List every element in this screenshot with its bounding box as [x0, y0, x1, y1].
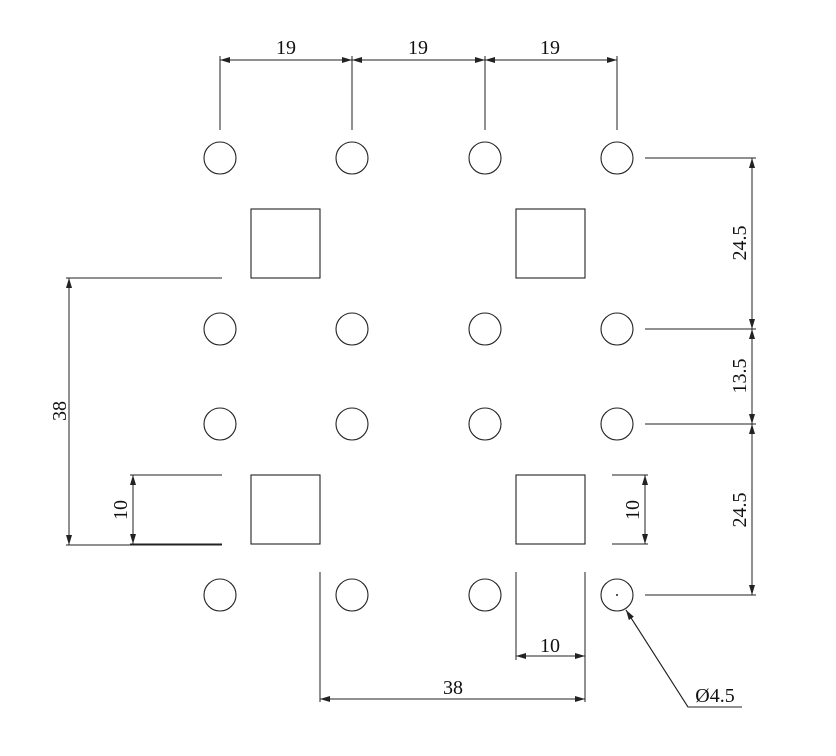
bottom-square-dimension: 10: [515, 572, 586, 702]
hole: [203, 312, 237, 346]
square-pads: [250, 208, 586, 545]
hole: [600, 578, 634, 612]
dimension-label: 10: [540, 635, 560, 657]
hole: [468, 578, 502, 612]
holes: [203, 141, 634, 612]
hole: [468, 141, 502, 175]
diameter-label: Ø4.5: [695, 685, 734, 707]
square-pad: [515, 474, 586, 545]
hole: [335, 578, 369, 612]
hole: [600, 312, 634, 346]
hole: [468, 407, 502, 441]
dimension-label: 19: [408, 37, 428, 59]
square-pad: [250, 474, 321, 545]
hole-center-point: [616, 594, 618, 596]
dimension-label: 24.5: [729, 226, 751, 261]
hole: [468, 312, 502, 346]
dimension-label: 19: [540, 37, 560, 59]
hole: [335, 407, 369, 441]
diameter-leader: Ø4.5: [625, 609, 742, 708]
hole: [203, 578, 237, 612]
hole: [600, 141, 634, 175]
hole: [600, 407, 634, 441]
hole: [203, 407, 237, 441]
hole: [335, 312, 369, 346]
dimension-label: 10: [110, 500, 132, 520]
dimension-label: 38: [49, 401, 71, 421]
dimension-label: 24.5: [729, 493, 751, 528]
right-square-dimension: 10: [612, 474, 648, 545]
bottom-width-dimension: 38: [319, 572, 585, 702]
top-dimension: 19 19 19: [219, 37, 618, 130]
dimension-label: 13.5: [729, 359, 751, 394]
dimension-label: 10: [622, 500, 644, 520]
left-square-dimension: 10: [110, 474, 222, 545]
dimension-label: 38: [443, 677, 463, 699]
dimension-label: 19: [276, 37, 296, 59]
hole: [203, 141, 237, 175]
square-pad: [250, 208, 321, 279]
left-height-dimension: 38: [49, 277, 222, 546]
hole: [335, 141, 369, 175]
right-dimension: 24.5 13.5 24.5: [645, 157, 756, 596]
square-pad: [515, 208, 586, 279]
